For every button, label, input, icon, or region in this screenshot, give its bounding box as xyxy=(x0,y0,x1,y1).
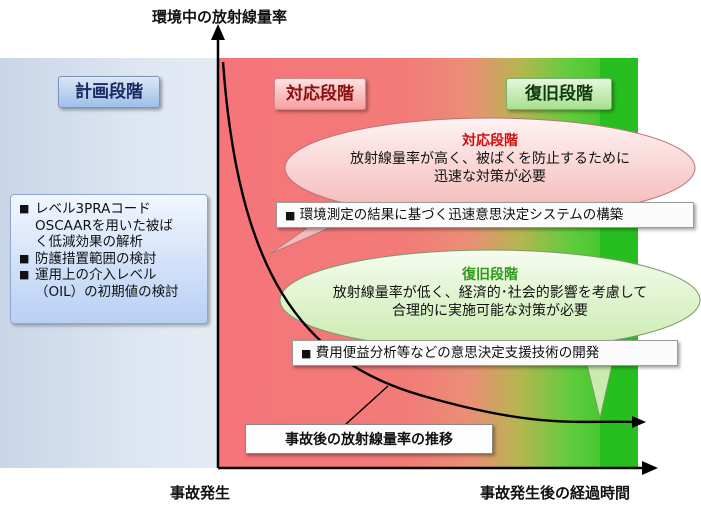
bullet-square-icon: ■ xyxy=(19,268,30,281)
recovery-measure-box: ■ 費用便益分析等などの意思決定支援技術の開発 xyxy=(292,340,678,366)
response-callout-title: 対応段階 xyxy=(462,133,518,149)
planning-item-line: OSCAARを用いた被ば xyxy=(35,217,173,234)
bullet-square-icon: ■ xyxy=(19,251,30,265)
planning-item-line: （OIL）の初期値の検討 xyxy=(35,283,179,300)
planning-phase-label: 計画段階 xyxy=(58,76,160,108)
planning-item-line: く低減効果の解析 xyxy=(35,234,143,250)
response-callout-line: 迅速な対策が必要 xyxy=(434,169,546,185)
recovery-callout-text: 復旧段階 放射線量率が低く、経済的･社会的影響を考慮して 合理的に実施可能な対策… xyxy=(290,266,690,320)
planning-item-line: 運用上の介入レベル xyxy=(35,267,157,283)
recovery-callout-line: 合理的に実施可能な対策が必要 xyxy=(392,303,588,319)
y-axis-arrowhead xyxy=(211,24,225,40)
recovery-callout-title: 復旧段階 xyxy=(462,267,518,283)
y-axis-title: 環境中の放射線量率 xyxy=(152,8,288,26)
planning-item-line: レベル3PRAコード xyxy=(35,201,151,217)
x-axis-title: 事故発生後の経過時間 xyxy=(480,484,631,502)
response-callout-line: 放射線量率が高く、被ばくを防止するために xyxy=(350,151,630,167)
x-axis-origin-label: 事故発生 xyxy=(170,484,231,502)
bullet-square-icon: ■ xyxy=(285,209,296,222)
recovery-measure-text: 費用便益分析等などの意思決定支援技術の開発 xyxy=(315,345,600,361)
planning-item: ■ 運用上の介入レベル xyxy=(19,267,201,284)
recovery-phase-label: 復旧段階 xyxy=(506,78,612,110)
response-callout-text: 対応段階 放射線量率が高く、被ばくを防止するために 迅速な対策が必要 xyxy=(300,132,680,186)
planning-item-line: 防護措置範囲の検討 xyxy=(35,250,157,267)
response-measure-box: ■ 環境測定の結果に基づく迅速意思決定システムの構築 xyxy=(276,202,694,228)
planning-item: ■ レベル3PRAコード xyxy=(19,201,201,218)
x-axis-arrowhead xyxy=(642,461,658,475)
trend-leader-line xyxy=(345,385,389,425)
response-phase-label: 対応段階 xyxy=(274,78,366,110)
curve-arrowhead xyxy=(632,416,646,428)
planning-tasks-box: ■ レベル3PRAコード OSCAARを用いた被ば く低減効果の解析 ■ 防護措… xyxy=(10,194,208,324)
bullet-square-icon: ■ xyxy=(301,347,312,360)
planning-item: ■ 防護措置範囲の検討 xyxy=(19,251,201,268)
response-measure-text: 環境測定の結果に基づく迅速意思決定システムの構築 xyxy=(299,207,624,223)
dose-rate-decay-curve xyxy=(221,61,637,424)
dose-rate-trend-label: 事故後の放射線量率の推移 xyxy=(245,424,493,454)
bullet-square-icon: ■ xyxy=(19,202,30,215)
recovery-callout-line: 放射線量率が低く、経済的･社会的影響を考慮して xyxy=(332,285,648,301)
